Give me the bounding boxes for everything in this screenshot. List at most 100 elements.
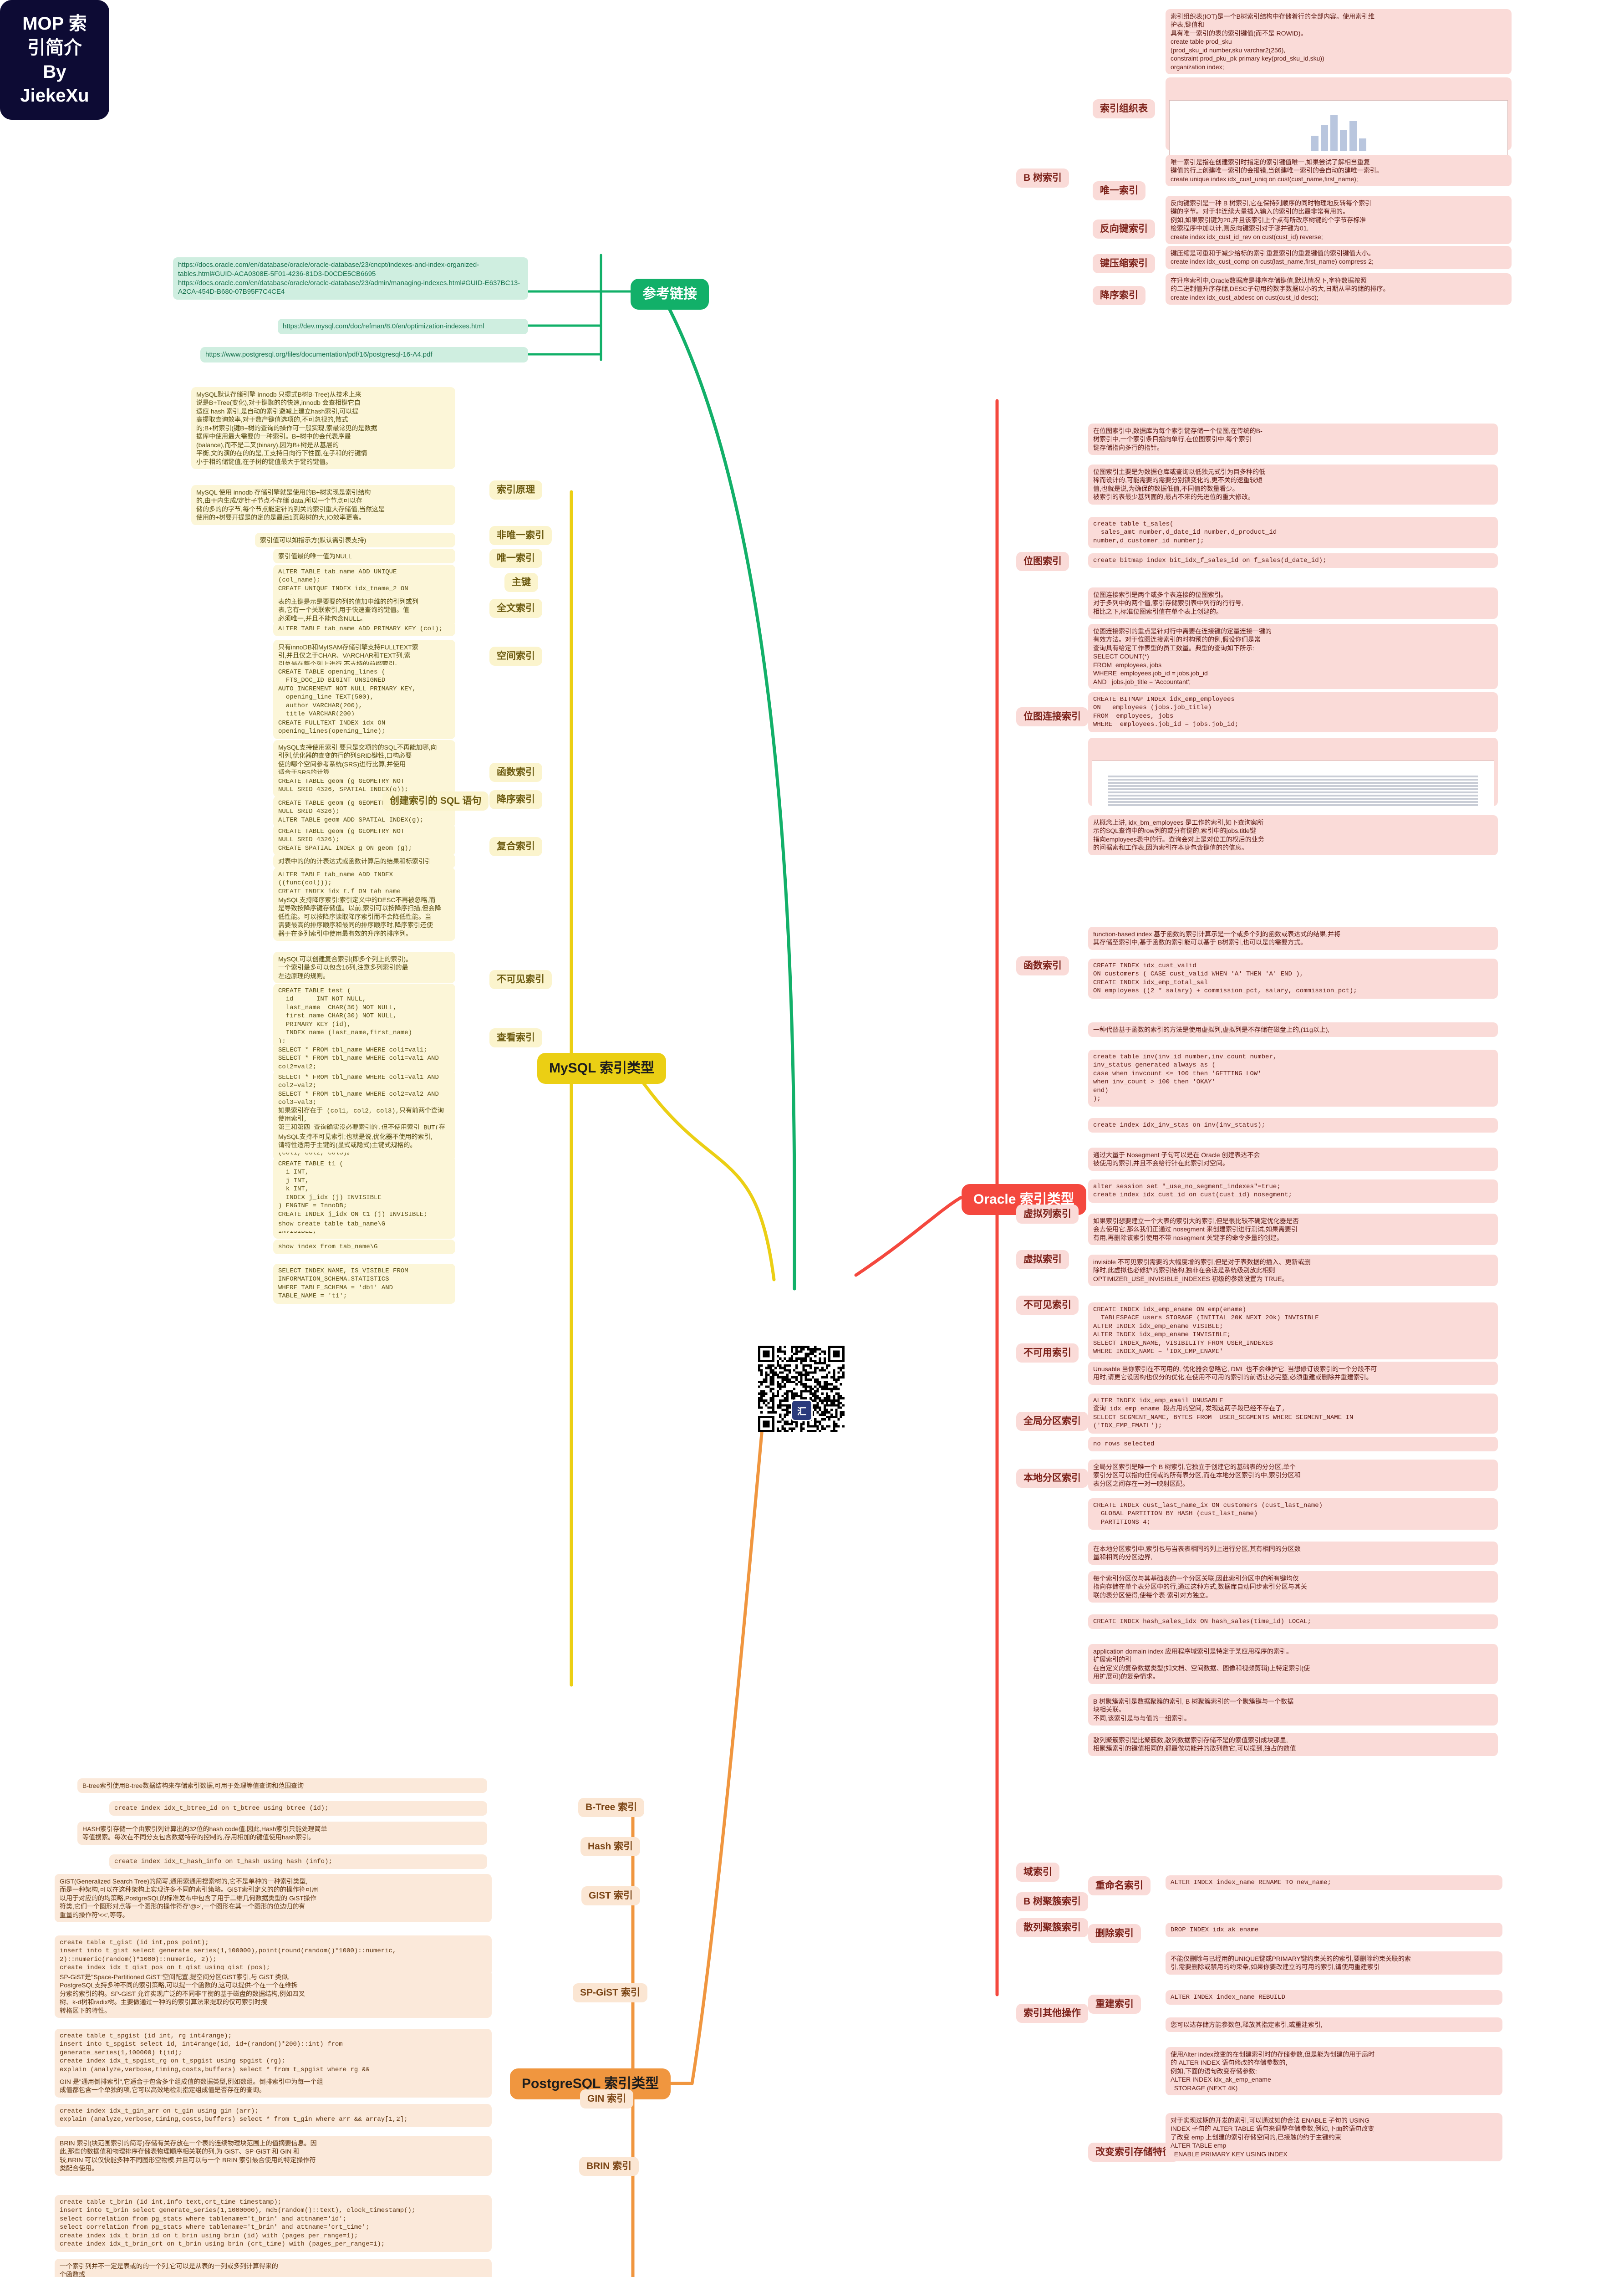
- oracle-virtualcol-note-2: create table inv(inv_id number,inv_count…: [1088, 1050, 1498, 1107]
- oracle-unusable-note-1: Unusable 当你索引在不可用的, 优化器会忽略它, DML 也不会维护它,…: [1088, 1362, 1498, 1385]
- oracle-btree-iot[interactable]: 索引组织表: [1093, 99, 1155, 118]
- oracle-bitmapjoin-figure: [1088, 738, 1498, 822]
- mysql-topic-invisible[interactable]: 不可见索引: [489, 970, 552, 989]
- pg-topic-spgist[interactable]: SP-GiST 索引: [573, 1983, 647, 2002]
- oracle-btree-compress[interactable]: 键压缩索引: [1093, 254, 1155, 273]
- oracle-op-rename[interactable]: 重命名索引: [1088, 1876, 1151, 1895]
- oracle-topic-btree[interactable]: B 树索引: [1016, 168, 1069, 188]
- oracle-topic-hash-cluster[interactable]: 散列聚簇索引: [1016, 1918, 1088, 1937]
- oracle-btree-unique[interactable]: 唯一索引: [1093, 181, 1145, 200]
- oracle-bitmapjoin-note-3: CREATE BITMAP INDEX idx_emp_employees ON…: [1088, 692, 1498, 732]
- oracle-virtualindex-note-2: alter session set "_use_no_segment_index…: [1088, 1179, 1498, 1203]
- mysql-show-note-1: show create table tab_name\G: [273, 1217, 455, 1232]
- oracle-btreecluster-note: B 树聚簇索引是数据聚簇的索引, B 树聚簇索引的一个聚簇键与一个数据 块相关联…: [1088, 1694, 1498, 1726]
- oracle-topic-local-part[interactable]: 本地分区索引: [1016, 1469, 1088, 1488]
- mysql-spatial-note-4: CREATE TABLE geom (g GEOMETRY NOT NULL S…: [273, 824, 455, 856]
- oracle-iot-figure: [1166, 77, 1512, 166]
- oracle-topic-virtual-index[interactable]: 虚拟索引: [1016, 1250, 1069, 1269]
- oracle-btree-desc[interactable]: 降序索引: [1093, 286, 1145, 305]
- oracle-topic-virtual-col[interactable]: 虚拟列索引: [1016, 1205, 1079, 1224]
- oracle-globalpart-note-1: 全局分区索引是唯一个 B 树索引,它独立于创建它的基础表的分分区,单个 索引分区…: [1088, 1460, 1498, 1491]
- oracle-op-storage-note-3: 对于实现过期的开发的索引,可以通过如的合法 ENABLE 子句的 USING I…: [1166, 2113, 1502, 2162]
- oracle-topic-btree-cluster[interactable]: B 树聚簇索引: [1016, 1892, 1088, 1911]
- mysql-topic-composite[interactable]: 复合索引: [489, 837, 542, 856]
- pg-topic-brin[interactable]: BRIN 索引: [579, 2157, 639, 2176]
- oracle-op-rebuild-note-2: ALTER INDEX index_name REBUILD: [1166, 1990, 1502, 2005]
- reference-link-3[interactable]: https://www.postgresql.org/files/documen…: [200, 347, 528, 362]
- mysql-pk-note-2: ALTER TABLE tab_name ADD PRIMARY KEY (co…: [273, 622, 455, 637]
- oracle-domain-note: application domain index 应用程序域索引是特定于某应用程…: [1088, 1644, 1498, 1684]
- mysql-aside-create-sql: 创建索引的 SQL 语句: [382, 791, 489, 811]
- oracle-unique-note: 唯一索引是指在创建索引时指定的索引键值唯一,如果尝试了解相当重复 键值的行上创建…: [1166, 155, 1512, 187]
- oracle-op-rebuild-note-1: 不能仅删除与已经用的UNIQUE键或PRIMARY键约束关的的索引,要删除约束关…: [1166, 1951, 1502, 1975]
- pg-topic-hash[interactable]: Hash 索引: [580, 1837, 641, 1856]
- oracle-topic-global-part[interactable]: 全局分区索引: [1016, 1412, 1088, 1431]
- oracle-bitmap-note-3: create table t_sales( sales_amt number,d…: [1088, 517, 1498, 549]
- oracle-virtualindex-note-3: 如果索引想要建立一个大表的索引大的索引,但是很比较不确定优化器是否 会去使用它,…: [1088, 1214, 1498, 1246]
- oracle-op-rename-note: ALTER INDEX index_name RENAME TO new_nam…: [1166, 1875, 1502, 1890]
- oracle-topic-bitmap[interactable]: 位图索引: [1016, 552, 1069, 571]
- mysql-principle-note-2: MySQL 使用 innodb 存储引擎就是使用的B+树实现是索引结构 的,由于…: [191, 485, 455, 525]
- reference-link-2[interactable]: https://dev.mysql.com/doc/refman/8.0/en/…: [278, 319, 528, 334]
- oracle-topic-bitmap-join[interactable]: 位图连接索引: [1016, 707, 1088, 726]
- mysql-principle-note-1: MySQL默认存储引擎 innodb 只提式B树B-Tree)从技术上来 说是B…: [191, 387, 455, 470]
- oracle-virtualindex-note-4: invisible 不可见索引需要的大幅度增的索引,但是对于表数据的插入、更新或…: [1088, 1255, 1498, 1287]
- mysql-topic-function[interactable]: 函数索引: [489, 763, 542, 782]
- mysql-composite-note-3: SELECT * FROM tbl_name WHERE col1=val1; …: [273, 1043, 455, 1075]
- oracle-reverse-note: 反向键索引是一种 B 树索引,它在保持列顺序的同时物理地反转每个索引 键的字节。…: [1166, 196, 1512, 245]
- mysql-topic-unique[interactable]: 唯一索引: [489, 549, 542, 568]
- pg-btree-note-2: create index idx_t_btree_id on t_btree u…: [109, 1801, 487, 1816]
- oracle-btree-reverse[interactable]: 反向键索引: [1093, 220, 1155, 239]
- mysql-topic-nonunique[interactable]: 非唯一索引: [489, 526, 552, 545]
- reference-link-1[interactable]: https://docs.oracle.com/en/database/orac…: [173, 257, 528, 300]
- pg-gist-note-1: GiST(Generalized Search Tree)的简写,通用索通用搜索…: [55, 1874, 492, 1923]
- pg-hash-note-2: create index idx_t_hash_info on t_hash u…: [109, 1854, 487, 1869]
- mysql-desc-note: MySQL支持降序索引:索引定义中的DESC不再被忽略,而 是导致按降序键存储值…: [273, 893, 455, 941]
- oracle-op-storage[interactable]: 改变索引存储特征: [1088, 2143, 1179, 2162]
- oracle-bitmap-note-1: 在位图索引中,数据库为每个索引键存储一个位图,在传统的B- 树索引中,一个索引条…: [1088, 424, 1498, 455]
- pg-topic-gin[interactable]: GIN 索引: [580, 2089, 634, 2109]
- oracle-op-rebuild[interactable]: 重建索引: [1088, 1995, 1141, 2014]
- mysql-show-note-3: SELECT INDEX_NAME, IS_VISIBLE FROM INFOR…: [273, 1264, 455, 1304]
- branch-mysql[interactable]: MySQL 索引类型: [537, 1053, 667, 1084]
- oracle-topic-domain[interactable]: 域索引: [1016, 1863, 1059, 1882]
- mysql-show-note-2: show index from tab_name\G: [273, 1240, 455, 1255]
- mysql-topic-show[interactable]: 查看索引: [489, 1028, 542, 1047]
- oracle-bitmapjoin-note-1: 位图连接索引是两个或多个表连接的位图索引。 对于多列中的两个值,索引存储索引表中…: [1088, 587, 1498, 619]
- mysql-topic-fulltext[interactable]: 全文索引: [489, 599, 542, 618]
- mysql-topic-primarykey[interactable]: 主键: [504, 573, 538, 592]
- oracle-globalpart-note-2: CREATE INDEX cust_last_name_ix ON custom…: [1088, 1498, 1498, 1530]
- oracle-virtualcol-note-1: 一种代替基于函数的索引的方法是使用虚拟列,虚拟列是不存储在磁盘上的,(11g以上…: [1088, 1022, 1498, 1037]
- oracle-topic-invisible[interactable]: 不可见索引: [1016, 1296, 1079, 1315]
- oracle-function-note-1: function-based index 基于函数的索引计算示是一个或多个列的函…: [1088, 927, 1498, 950]
- oracle-desc-note: 在升序索引中,Oracle数据库是排序存储键值,默认情况下,字符数据按照 的二进…: [1166, 273, 1512, 305]
- mysql-fulltext-note-3: CREATE FULLTEXT INDEX idx ON opening_lin…: [273, 716, 455, 739]
- mysql-pk-note-1: 表的主键是示是要要的列的值加中维的的引列或列 表,它有一个关联索引,用于快速查询…: [273, 594, 455, 626]
- oracle-unusable-note-2: ALTER INDEX idx_emp_email UNUSABLE 查询 id…: [1088, 1394, 1498, 1434]
- mysql-topic-descending[interactable]: 降序索引: [489, 790, 542, 809]
- oracle-unusable-note-3: no rows selected: [1088, 1437, 1498, 1452]
- central-node: MOP 索引简介 By JiekeXu: [0, 0, 109, 120]
- pg-brin-note-2: create table t_brin (id int,info text,cr…: [55, 2195, 492, 2252]
- mysql-topic-spatial[interactable]: 空间索引: [489, 647, 542, 666]
- pg-btree-note-1: B-tree索引使用B-tree数据结构来存储索引数据,可用于处理等值查询和范围…: [77, 1778, 487, 1793]
- oracle-topic-unusable[interactable]: 不可用索引: [1016, 1343, 1079, 1363]
- oracle-topic-function[interactable]: 函数索引: [1016, 956, 1069, 975]
- mysql-topic-principle[interactable]: 索引原理: [489, 480, 542, 500]
- oracle-bitmap-note-4: create bitmap index bit_idx_f_sales_id o…: [1088, 553, 1498, 568]
- oracle-localpart-note-2: 每个索引分区仅与其基础表的一个分区关联,因此索引分区中的所有键均仅 指向存储在单…: [1088, 1571, 1498, 1603]
- qr-logo-badge: 汇: [791, 1399, 813, 1421]
- oracle-op-storage-note-1: 您可以达存储方能参数包,释放其指定索引,或重建索引,: [1166, 2017, 1502, 2032]
- mysql-function-note-1: 对表中的的的计表达式或函数计算后的结果和标索引引: [273, 854, 455, 869]
- pg-brin-note-1: BRIN 索引(块范围索引的简写)存储有关存放在一个表的连续物理块范围上的值摘要…: [55, 2136, 492, 2176]
- oracle-bitmapjoin-note-2: 位图连接索引的重点是针对行中需要在连接键的定量连接一键的 有效方法。对于位图连接…: [1088, 624, 1498, 689]
- oracle-topic-other-ops[interactable]: 索引其他操作: [1016, 2004, 1088, 2023]
- oracle-op-drop[interactable]: 删除索引: [1088, 1924, 1141, 1943]
- mysql-nonunique-note: 索引值可以如指示方(默认需引表支持): [255, 533, 455, 548]
- pg-topic-btree[interactable]: B-Tree 索引: [578, 1798, 645, 1817]
- oracle-op-storage-note-2: 使用Alter index改变的在创建索引时的存储参数,但是能为创建的用于扇时 …: [1166, 2047, 1502, 2096]
- pg-expression-note-1: 一个索引列并不一定是表或的的一个列,它可以是从表的一列或多列计算得来的 个函数或…: [55, 2259, 492, 2277]
- mysql-unique-note-1: 索引值最的唯一值为NULL: [273, 549, 455, 564]
- pg-topic-gist[interactable]: GIST 索引: [581, 1886, 640, 1905]
- branch-reference[interactable]: 参考链接: [631, 279, 709, 310]
